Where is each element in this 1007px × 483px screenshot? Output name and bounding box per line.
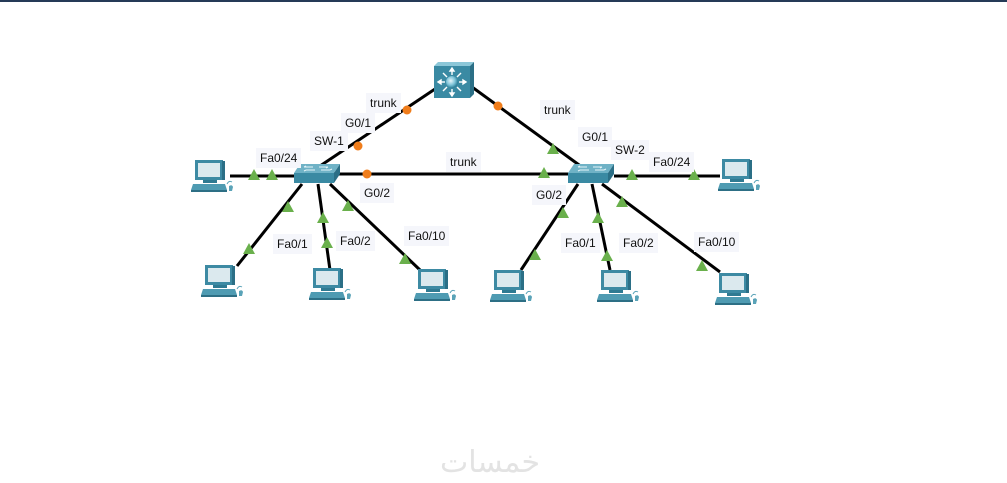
port-label-sw2-fa01: Fa0/1 <box>561 233 600 253</box>
link-label-trunk-sw1-core: trunk <box>366 93 401 113</box>
link-label-trunk-sw2-core: trunk <box>540 100 575 120</box>
port-label-sw1-g02: G0/2 <box>360 183 395 203</box>
pc-icon <box>190 159 234 193</box>
port-label-sw1-fa02: Fa0/2 <box>336 231 375 251</box>
port-up-sw2-g02 <box>538 167 550 178</box>
port-markers <box>243 101 708 271</box>
pc-5[interactable] <box>717 158 761 192</box>
device-label-sw1: SW-1 <box>310 131 348 151</box>
pc-2[interactable] <box>200 264 244 298</box>
link-sw2-pc6[interactable] <box>519 183 580 271</box>
port-up-sw2-fa01 <box>557 207 569 218</box>
device-label-sw2: SW-2 <box>611 140 649 160</box>
port-label-sw1-fa010: Fa0/10 <box>404 226 450 246</box>
port-up-sw1-fa02 <box>317 212 329 223</box>
link-label-trunk-sw1-sw2: trunk <box>446 152 481 172</box>
port-up-sw1-fa024 <box>266 169 278 180</box>
port-trunk-sw1-g01 <box>353 141 363 151</box>
port-up-pc1 <box>248 169 260 180</box>
pc-7[interactable] <box>596 269 640 303</box>
pc-1[interactable] <box>190 159 234 193</box>
pc-icon <box>489 269 533 303</box>
switch-icon <box>567 163 615 184</box>
port-label-sw1-fa01: Fa0/1 <box>273 234 312 254</box>
port-up-sw2-fa02 <box>592 212 604 223</box>
port-up-pc4 <box>399 253 411 264</box>
port-up-pc8 <box>696 260 708 271</box>
pc-icon <box>717 158 761 192</box>
port-up-pc7 <box>601 250 613 261</box>
port-trunk-sw1-g02 <box>362 169 372 179</box>
port-up-pc3 <box>321 237 333 248</box>
multilayer-switch-core[interactable] <box>434 62 474 98</box>
port-up-sw1-fa01 <box>282 201 294 212</box>
port-up-pc2 <box>243 243 255 254</box>
port-up-pc6 <box>529 249 541 260</box>
pc-icon <box>596 269 640 303</box>
port-label-sw2-fa02: Fa0/2 <box>619 233 658 253</box>
link-sw2-pc8[interactable] <box>601 182 721 274</box>
port-up-sw2-g01 <box>547 143 559 154</box>
port-trunk-core-side-sw1 <box>402 105 412 115</box>
pc-icon <box>413 268 457 302</box>
port-label-sw2-g02: G0/2 <box>532 185 567 205</box>
port-up-sw1-fa010 <box>342 200 354 211</box>
pc-8[interactable] <box>714 272 758 306</box>
pc-icon <box>308 267 352 301</box>
watermark-logo: خمسات <box>440 445 541 480</box>
port-trunk-core-side-sw2 <box>493 101 503 111</box>
port-up-sw2-fa024 <box>626 169 638 180</box>
port-label-sw1-fa024: Fa0/24 <box>256 148 302 168</box>
pc-icon <box>714 272 758 306</box>
pc-icon <box>200 264 244 298</box>
port-up-pc5 <box>688 169 700 180</box>
multilayer-switch-icon <box>446 76 458 88</box>
pc-3[interactable] <box>308 267 352 301</box>
link-core-sw2[interactable] <box>471 85 587 172</box>
port-label-sw2-fa010: Fa0/10 <box>694 232 740 252</box>
link-core-sw1[interactable] <box>313 85 439 172</box>
pc-4[interactable] <box>413 268 457 302</box>
port-label-sw1-g01: G0/1 <box>341 113 376 133</box>
port-label-sw2-g01: G0/1 <box>578 127 613 147</box>
port-label-sw2-fa024: Fa0/24 <box>649 152 695 172</box>
pc-6[interactable] <box>489 269 533 303</box>
link-sw1-pc3[interactable] <box>316 183 332 271</box>
window-top-bar <box>0 0 1007 2</box>
switch-sw2[interactable] <box>567 163 615 184</box>
port-up-sw2-fa010 <box>616 196 628 207</box>
